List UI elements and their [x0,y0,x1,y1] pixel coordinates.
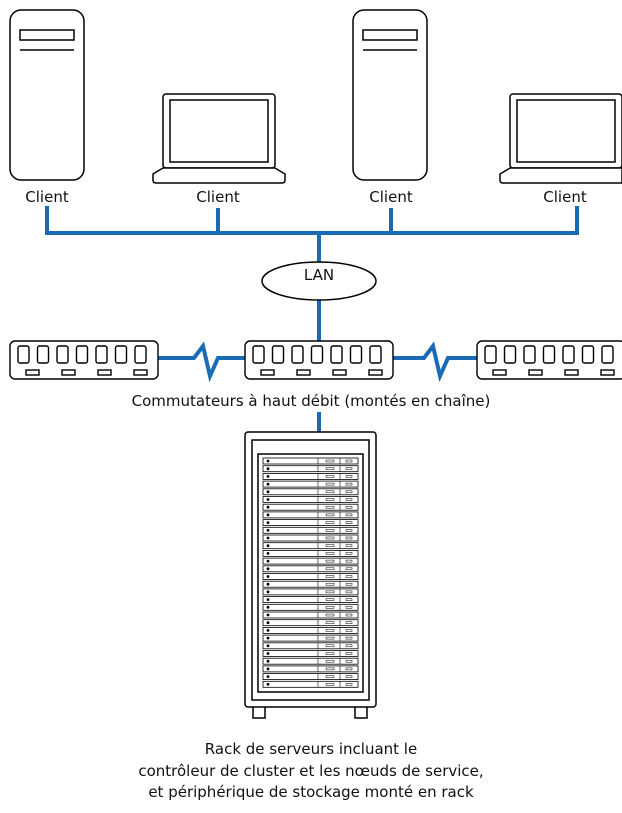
rack-unit [262,488,359,496]
switch-chain-link-left [158,341,247,383]
rack-unit [262,496,359,503]
rack-unit [262,573,359,580]
tower-computer-icon [352,9,428,181]
rack-unit [262,580,359,588]
client-label: Client [369,188,413,206]
rack-unit [262,603,359,611]
rack-unit [262,534,359,542]
rack-caption-line: et périphérique de stockage monté en rac… [148,783,474,801]
rack-unit [262,680,359,688]
rack-unit [262,611,359,619]
rack-unit [262,619,359,627]
client-bus-line [45,206,579,235]
client-label: Client [543,188,587,206]
client-label: Client [25,188,69,206]
rack-unit [262,519,359,526]
client-label: Client [196,188,240,206]
rack-caption-line: contrôleur de cluster et les nœuds de se… [138,761,484,780]
rack-unit [262,557,359,565]
rack-unit [262,650,359,657]
rack-unit [262,665,359,673]
rack-unit [262,642,359,650]
rack-unit [262,673,359,680]
rack-unit [262,634,359,642]
rack-units [262,457,359,688]
network-switch-icon [9,340,159,380]
rack-unit [262,526,359,534]
switch-chain-link-right [390,341,478,383]
lan-cloud [261,261,377,301]
rack-unit [262,511,359,519]
rack-unit [262,480,359,488]
rack-unit [262,542,359,550]
rack-unit [262,627,359,634]
rack-unit [262,550,359,557]
rack-unit [262,465,359,473]
rack-unit [262,596,359,603]
laptop-computer-icon [152,93,286,184]
lan-label: LAN [303,266,335,284]
rack-unit [262,657,359,665]
rack-caption: Rack de serveurs incluant le contrôleur … [0,739,622,804]
rack-unit [262,565,359,573]
rack-unit [262,457,359,465]
rack-unit [262,588,359,596]
rack-unit [262,472,359,480]
network-switch-icon [244,340,394,380]
tower-computer-icon [9,9,85,181]
network-links [45,206,579,437]
switches-label: Commutateurs à haut débit (montés en cha… [131,392,491,410]
switch-group [9,340,622,380]
rack-unit [262,503,359,511]
rack-caption-line: Rack de serveurs incluant le [204,740,418,758]
server-rack-icon [244,431,377,719]
laptop-computer-icon [499,93,622,184]
network-switch-icon [476,340,622,380]
